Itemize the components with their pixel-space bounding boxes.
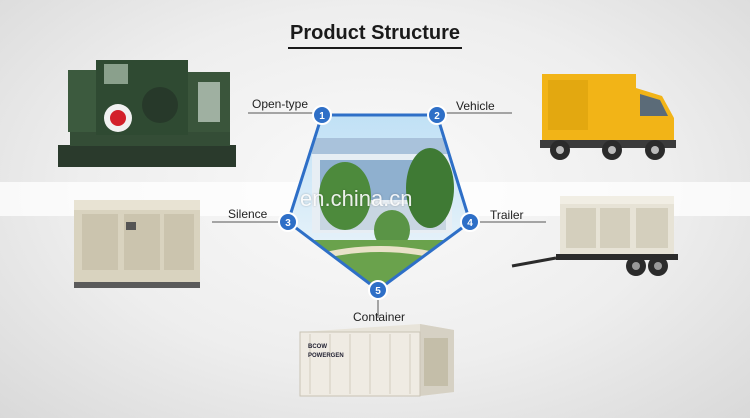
label-container: Container [353, 310, 406, 324]
trailer-generator-image [511, 196, 678, 276]
label-open-type: Open-type [252, 97, 309, 111]
badge-4: 4 [460, 212, 480, 232]
svg-text:5: 5 [375, 286, 381, 297]
label-trailer: Trailer [490, 208, 524, 222]
page-title: Product Structure [0, 22, 750, 49]
vehicle-truck-image [540, 74, 676, 160]
badge-3: 3 [278, 212, 298, 232]
svg-text:POWERGEN: POWERGEN [308, 353, 344, 359]
svg-text:4: 4 [467, 218, 473, 229]
badge-1: 1 [312, 105, 332, 125]
open-type-generator-image [58, 60, 236, 167]
svg-text:3: 3 [285, 218, 291, 229]
label-silence: Silence [228, 207, 268, 221]
watermark-text: en.china.cn [300, 186, 413, 211]
label-vehicle: Vehicle [456, 99, 495, 113]
pentagon-frame [286, 113, 472, 292]
svg-text:2: 2 [434, 111, 440, 122]
silence-generator-image [74, 200, 200, 288]
svg-text:1: 1 [319, 111, 325, 122]
container-generator-image: BCOW POWERGEN [299, 324, 454, 397]
badge-5: 5 [368, 280, 388, 300]
svg-text:BCOW: BCOW [308, 344, 327, 350]
badge-2: 2 [427, 105, 447, 125]
